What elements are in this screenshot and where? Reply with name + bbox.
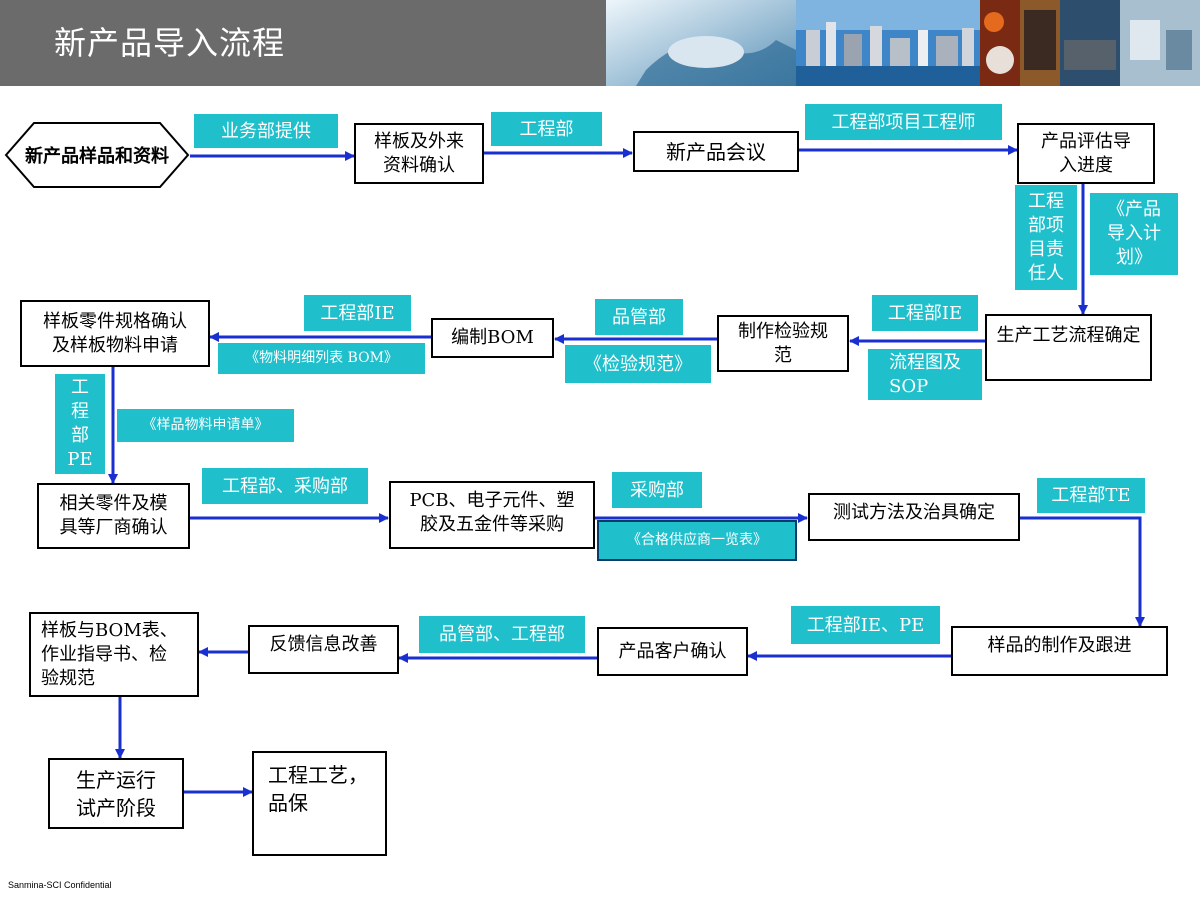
node-sample-making: 样品的制作及跟进 <box>951 626 1168 676</box>
label-purchase-dept: 采购部 <box>612 472 702 508</box>
node-npi-meeting: 新产品会议 <box>633 131 799 172</box>
label-intro-plan: 《产品 导入计 划》 <box>1090 193 1178 275</box>
page-title: 新产品导入流程 <box>54 24 286 62</box>
handshake-photo <box>606 0 796 86</box>
node-compile-bom: 编制BOM <box>431 318 554 358</box>
node-parts-spec: 样板零件规格确认 及样板物料申请 <box>20 300 210 367</box>
node-inspection-spec: 制作检验规 范 <box>717 315 849 372</box>
label-supplier-list: 《合格供应商一览表》 <box>597 520 797 561</box>
node-sample-confirm: 样板及外来 资料确认 <box>354 123 484 184</box>
label-qa-dept: 品管部 <box>595 299 683 335</box>
node-purchasing: PCB、电子元件、塑 胶及五金件等采购 <box>389 481 595 549</box>
label-sales-dept: 业务部提供 <box>194 114 338 148</box>
label-eng-ie-1: 工程部IE <box>872 295 978 331</box>
label-eng-dept: 工程部 <box>491 112 602 146</box>
label-bom-list: 《物料明细列表 BOM》 <box>218 343 425 374</box>
node-test-method: 测试方法及治具确定 <box>808 493 1020 541</box>
factory-photo-strip <box>980 0 1200 86</box>
node-process-flow: 生产工艺流程确定 <box>985 314 1152 381</box>
node-eng-qa: 工程工艺， 品保 <box>252 751 387 856</box>
label-flow-sop: 流程图及 SOP <box>868 349 982 400</box>
label-eng-te: 工程部TE <box>1037 478 1145 513</box>
city-photo <box>796 0 980 86</box>
label-eng-pm: 工程部项目工程师 <box>805 104 1002 140</box>
node-trial-run: 生产运行 试产阶段 <box>48 758 184 829</box>
label-qa-eng: 品管部、工程部 <box>419 616 585 653</box>
label-material-request: 《样品物料申请单》 <box>117 409 294 442</box>
arrow-test-to-sample-making <box>1020 516 1145 627</box>
label-eng-ie-pe: 工程部IE、PE <box>791 606 940 644</box>
start-node: 新产品样品和资料 <box>25 146 169 167</box>
node-progress-eval: 产品评估导 入进度 <box>1017 123 1155 184</box>
label-eng-pe: 工 程 部 PE <box>55 374 105 474</box>
node-customer-confirm: 产品客户确认 <box>597 627 748 676</box>
start-hexagon <box>4 122 190 188</box>
title-bar: 新产品导入流程 <box>0 0 606 86</box>
label-eng-owner: 工程 部项 目责 任人 <box>1015 185 1077 290</box>
node-feedback: 反馈信息改善 <box>248 625 399 674</box>
label-inspection-doc: 《检验规范》 <box>565 345 711 383</box>
node-vendor-confirm: 相关零件及模 具等厂商确认 <box>37 483 190 549</box>
confidential-footer: Sanmina-SCI Confidential <box>8 880 112 890</box>
label-eng-purchase: 工程部、采购部 <box>202 468 368 504</box>
label-eng-ie-2: 工程部IE <box>304 295 411 331</box>
header-banner: 新产品导入流程 <box>0 0 1200 86</box>
node-docs: 样板与BOM表、 作业指导书、检 验规范 <box>29 612 199 697</box>
